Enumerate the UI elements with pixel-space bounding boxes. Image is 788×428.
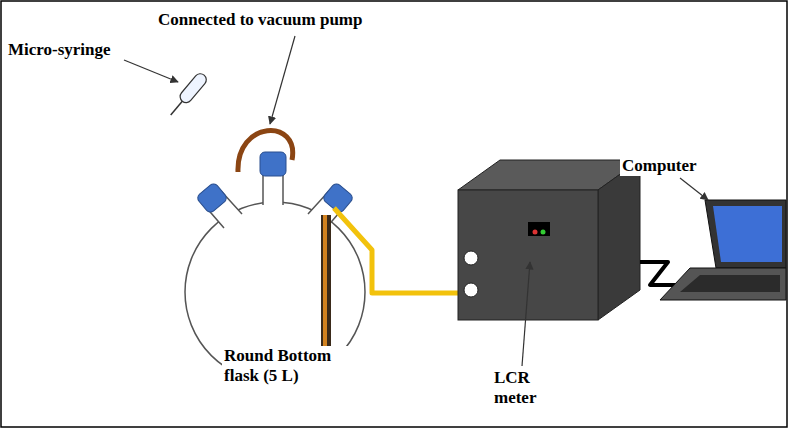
lcr-meter-box bbox=[458, 160, 640, 320]
leader-line bbox=[680, 178, 708, 200]
stopper-cap bbox=[260, 152, 286, 176]
leader-line bbox=[124, 60, 178, 82]
stopper-cap bbox=[196, 182, 229, 214]
part-label: LCR meter bbox=[492, 368, 558, 409]
leader-line bbox=[522, 262, 530, 366]
part-label: Micro-syringe bbox=[6, 40, 113, 60]
signal-cable bbox=[334, 208, 470, 293]
part-label: Computer bbox=[620, 156, 699, 176]
leader-line bbox=[270, 36, 295, 124]
flask-neck bbox=[263, 172, 283, 205]
vacuum-hose bbox=[238, 131, 293, 172]
micro-syringe-symbol bbox=[166, 71, 209, 119]
part-label: Round Bottom flask (5 L) bbox=[222, 346, 351, 387]
laptop-symbol bbox=[660, 200, 786, 300]
part-label: Connected to vacuum pump bbox=[156, 10, 365, 30]
electrode bbox=[321, 215, 331, 357]
